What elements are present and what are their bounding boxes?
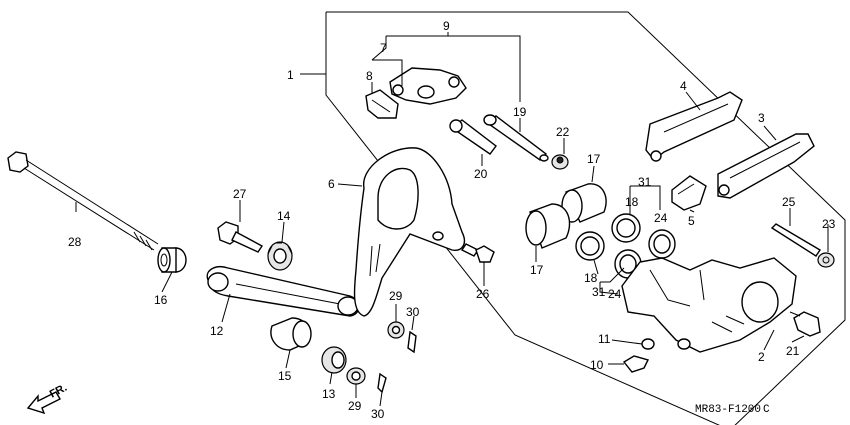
slide-pin-19	[483, 114, 549, 162]
callout-12: 12	[210, 324, 224, 338]
mounting-bolt	[789, 311, 821, 337]
callout-1: 1	[287, 68, 294, 82]
callout-30-upper: 30	[406, 305, 420, 319]
callout-22: 22	[556, 125, 570, 139]
bleeder-screw	[622, 355, 650, 373]
pad-clip	[365, 89, 399, 119]
callout-23: 23	[822, 217, 836, 231]
dust-seal-upper-24	[648, 229, 676, 259]
brake-pad-3	[717, 133, 815, 199]
callout-13: 13	[322, 387, 336, 401]
drawing-code-suffix: C	[763, 404, 770, 416]
callout-17-lower: 17	[530, 263, 544, 277]
torque-link	[206, 266, 360, 317]
callout-29-upper: 29	[389, 289, 403, 303]
caliper-bracket	[353, 147, 466, 317]
callout-9: 9	[443, 19, 450, 33]
front-direction-arrow: FR.	[26, 382, 69, 415]
bearing-13	[321, 346, 347, 374]
callout-21: 21	[786, 344, 800, 358]
bleeder-cap	[641, 338, 655, 350]
callout-18-lower: 18	[584, 271, 598, 285]
callout-24-upper: 24	[654, 211, 668, 225]
cotter-pin-30-lower	[377, 372, 387, 394]
callout-10: 10	[590, 358, 604, 372]
boot-lower	[525, 203, 571, 249]
callout-labels: 1 2 3 4 5 6 7 8 9 10 11 12 13 14 15 16 1…	[68, 19, 836, 421]
washer-29-lower	[346, 367, 366, 385]
callout-4: 4	[680, 79, 687, 93]
pad-retainer	[671, 175, 707, 211]
pin-plug	[817, 252, 835, 268]
callout-31-upper: 31	[638, 175, 652, 189]
pad-pin-bolt	[770, 223, 821, 257]
callout-11: 11	[598, 332, 611, 346]
piston-seal-lower-18	[575, 231, 605, 261]
pivot-bolt	[217, 221, 264, 253]
callout-16: 16	[154, 293, 168, 307]
bracket-bolt	[460, 243, 495, 263]
drawing-code-main: MR83-F1200	[695, 404, 761, 416]
callout-27: 27	[233, 187, 247, 201]
callout-14: 14	[277, 209, 291, 223]
callout-5: 5	[688, 214, 695, 228]
callout-31-lower: 31	[592, 285, 606, 299]
pin-cap	[551, 154, 569, 170]
callout-8: 8	[366, 69, 373, 83]
callout-17-upper: 17	[587, 152, 601, 166]
piston-seal-upper-18	[611, 213, 641, 243]
callout-18-upper: 18	[625, 195, 639, 209]
callout-28: 28	[68, 235, 82, 249]
caliper-body	[621, 257, 797, 353]
callout-6: 6	[328, 177, 335, 191]
callout-15: 15	[278, 369, 292, 383]
callout-30-lower: 30	[371, 407, 385, 421]
washer-29-upper	[387, 321, 405, 339]
cotter-pin-30-upper	[407, 330, 417, 354]
axle-bolt	[7, 151, 159, 251]
arrow-icon	[26, 391, 61, 415]
direction-label: FR.	[48, 382, 69, 401]
collar-spacer	[157, 247, 187, 273]
pad-spring	[389, 67, 467, 105]
brake-pad-4	[645, 91, 743, 162]
slide-pin-20	[449, 119, 497, 155]
callout-7: 7	[380, 41, 387, 55]
leader-lines	[75, 32, 829, 407]
callout-19: 19	[513, 105, 527, 119]
callout-29-lower: 29	[348, 399, 362, 413]
callout-20: 20	[474, 167, 488, 181]
callout-2: 2	[758, 350, 765, 364]
callout-26: 26	[476, 287, 490, 301]
callout-25: 25	[782, 195, 796, 209]
callout-24-lower: 24	[608, 287, 622, 301]
callout-3: 3	[758, 111, 765, 125]
collar-15	[270, 317, 312, 351]
bearing-14	[267, 241, 293, 271]
